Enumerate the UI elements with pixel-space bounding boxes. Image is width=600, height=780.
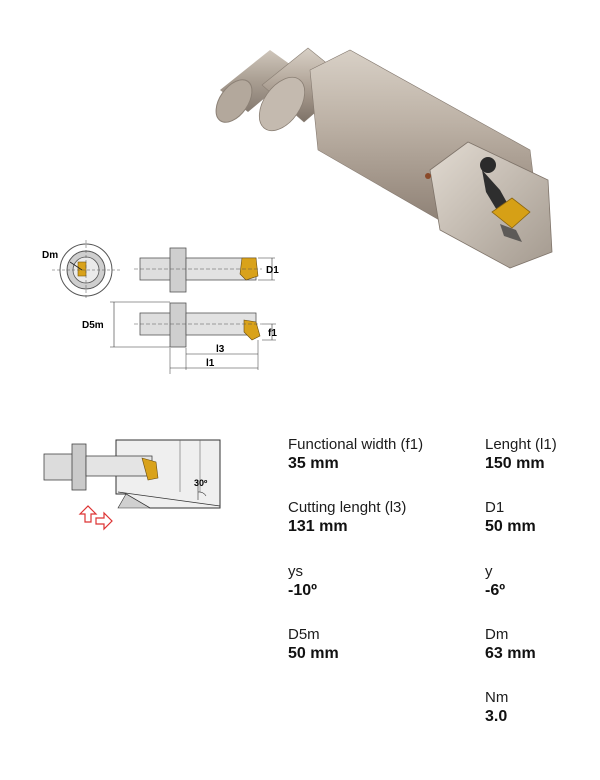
- label-d5m: D5m: [82, 320, 104, 331]
- spec-d1: D1 50 mm: [485, 499, 600, 537]
- spec-d5m: D5m 50 mm: [288, 626, 438, 664]
- coolant-hole: [425, 173, 431, 179]
- side-view-top: [134, 247, 275, 293]
- spec-label: D1: [485, 499, 505, 516]
- spec-value: 150 mm: [485, 455, 545, 472]
- spec-nm: Nm 3.0: [485, 689, 600, 727]
- spec-label: D5m: [288, 626, 320, 643]
- spec-value: 63 mm: [485, 645, 536, 662]
- side-view-bottom: [110, 301, 276, 374]
- cutting-insert: [491, 197, 531, 229]
- dimension-drawing: Dm D1 D5m f1 l3 l1: [42, 240, 279, 374]
- spec-label: Dm: [485, 626, 509, 643]
- spec-value: -10º: [288, 582, 317, 599]
- spec-value: 3.0: [485, 708, 508, 725]
- label-f1: f1: [268, 328, 277, 339]
- spec-ys: ys -10º: [288, 563, 438, 601]
- spec-dm: Dm 63 mm: [485, 626, 600, 664]
- spec-value: -6º: [485, 582, 506, 599]
- spec-value: 131 mm: [288, 518, 348, 535]
- feed-arrow-up-icon: [78, 505, 98, 523]
- spec-grid: Functional width (f1) 35 mm Lenght (l1) …: [288, 436, 588, 736]
- spec-label: Lenght (l1): [485, 436, 557, 453]
- label-dm: Dm: [42, 250, 58, 261]
- end-view: [52, 240, 120, 300]
- spec-length: Lenght (l1) 150 mm: [485, 436, 600, 474]
- spec-label: Functional width (f1): [288, 436, 424, 453]
- spec-label: Cutting lenght (l3): [288, 499, 407, 516]
- feed-arrow-right-icon: [95, 511, 113, 531]
- holder-head: [429, 141, 553, 269]
- application-drawing: 30º: [43, 439, 221, 531]
- product-image: [215, 47, 553, 269]
- clamp-screw: [480, 157, 496, 173]
- shank: [215, 50, 298, 123]
- spec-value: 35 mm: [288, 455, 339, 472]
- label-l3: l3: [216, 344, 225, 355]
- label-l1: l1: [206, 358, 215, 369]
- spec-value: 50 mm: [485, 518, 536, 535]
- spec-functional-width: Functional width (f1) 35 mm: [288, 436, 438, 474]
- spec-label: ys: [288, 563, 303, 580]
- angle-label: 30º: [194, 478, 208, 488]
- spec-label: y: [485, 563, 493, 580]
- spec-label: Nm: [485, 689, 509, 706]
- label-d1: D1: [266, 265, 279, 276]
- spec-cutting-length: Cutting lenght (l3) 131 mm: [288, 499, 438, 537]
- spec-y: y -6º: [485, 563, 600, 601]
- spec-value: 50 mm: [288, 645, 339, 662]
